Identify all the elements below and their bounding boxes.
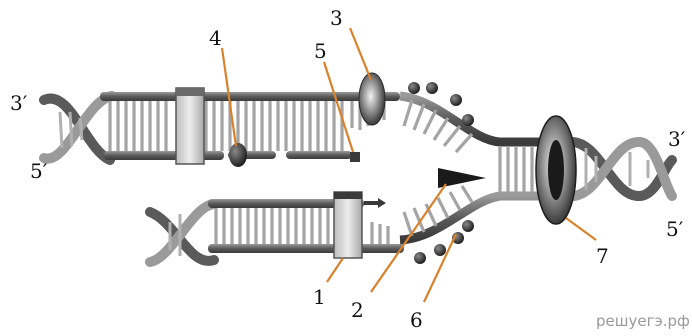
ssb-proteins <box>408 82 474 264</box>
label-right-5prime: 5′ <box>666 217 684 241</box>
fork-single-strands <box>402 99 474 237</box>
callout-3: 3 <box>330 6 343 30</box>
primase-wedge <box>438 168 486 188</box>
callout-lines <box>220 27 597 303</box>
watermark: решуегэ.рф <box>596 312 690 330</box>
upper-daughter-duplex <box>39 87 400 165</box>
label-top-left-3prime: 3′ <box>10 91 28 115</box>
rna-primer <box>350 152 360 162</box>
callout-2: 2 <box>351 298 364 322</box>
ligase-protein <box>229 143 247 167</box>
label-right-3prime: 3′ <box>668 127 686 151</box>
callout-1: 1 <box>313 285 326 309</box>
topoisomerase-ring <box>358 72 386 126</box>
helicase-ring <box>535 115 577 225</box>
lower-daughter-duplex <box>145 198 404 267</box>
callout-5: 5 <box>314 39 327 63</box>
callout-6: 6 <box>410 308 423 332</box>
dna-polymerase <box>333 191 363 259</box>
parental-duplex <box>399 91 677 245</box>
callout-7: 7 <box>596 244 609 268</box>
callout-4: 4 <box>209 26 222 50</box>
label-top-left-5prime: 5′ <box>30 159 48 183</box>
